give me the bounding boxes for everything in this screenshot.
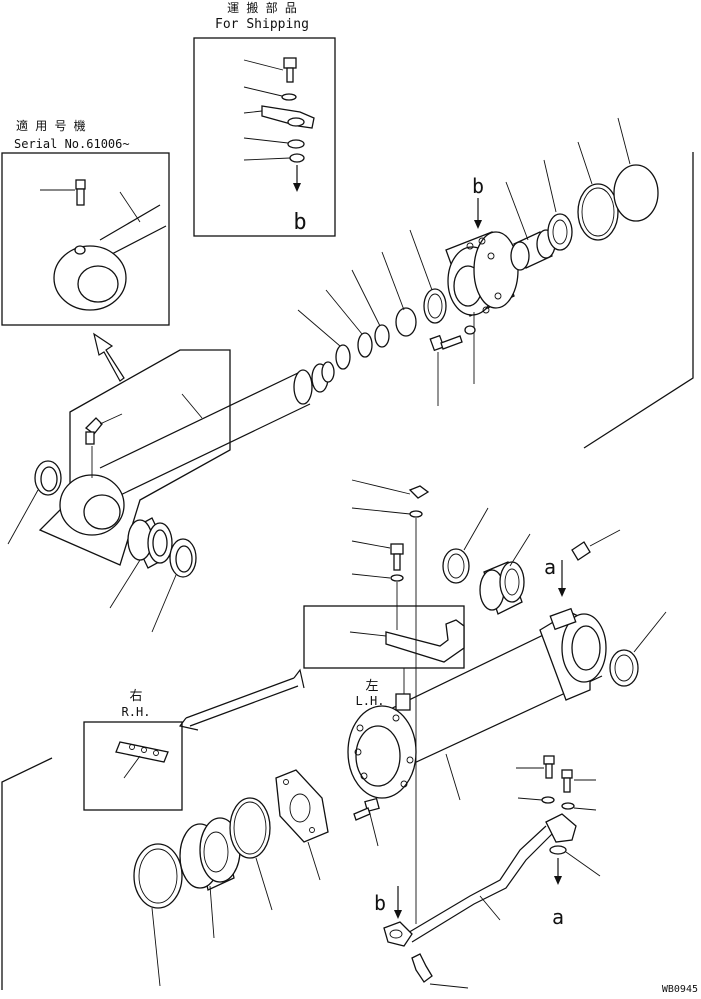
serial-box: 適 用 号 機 Serial No.61006~ xyxy=(1,118,170,326)
left-label-en: L.H. xyxy=(356,694,385,708)
tube-grease-fitting xyxy=(571,529,621,561)
shipping-bolt xyxy=(243,57,297,83)
split-collar xyxy=(275,769,329,881)
shipping-washer xyxy=(243,86,297,101)
shipping-title-en: For Shipping xyxy=(215,17,309,32)
right-hand-box: 右 R.H. xyxy=(83,689,183,811)
tube-clip xyxy=(395,693,411,711)
rod-end xyxy=(293,369,313,405)
pipe-bolt-2 xyxy=(561,769,573,779)
pipe-ref-letter-b: b xyxy=(374,891,386,915)
tube-seal-2 xyxy=(442,507,489,584)
lower-callout-line xyxy=(1,757,53,990)
left-label-jp: 左 xyxy=(365,679,378,694)
right-label-en: R.H. xyxy=(122,705,151,719)
shipping-oring xyxy=(243,137,305,149)
serial-frame xyxy=(1,152,170,326)
serial-grease-fitting xyxy=(40,179,141,255)
serial-title-jp: 適 用 号 機 xyxy=(16,118,86,133)
rod-rings-row xyxy=(297,229,447,370)
pipe-elbow xyxy=(411,953,433,983)
ring-2 xyxy=(357,332,373,358)
pipe-oring-top xyxy=(549,845,567,855)
rod-grease-fitting xyxy=(85,413,123,478)
pipe-ref-letter-a: a xyxy=(552,905,564,929)
cylinder-tube: a xyxy=(347,555,607,801)
head-ref-letter: b xyxy=(472,174,484,198)
pipe-washer-1 xyxy=(541,796,555,804)
shipping-arrow-head xyxy=(293,183,301,192)
rod-seal-right xyxy=(151,538,197,633)
drawing-code: WB0945 xyxy=(662,984,698,995)
piston-rod xyxy=(99,371,311,501)
bracket-group: 左 L.H. xyxy=(303,479,465,711)
bracket-washer xyxy=(409,510,423,518)
bracket-clip xyxy=(385,619,465,663)
pipe-tube xyxy=(405,825,553,943)
head-seal xyxy=(543,159,573,251)
rod-eye-bore xyxy=(83,494,121,530)
rod-tip xyxy=(321,361,335,383)
head-bushing xyxy=(505,181,556,271)
rod-assembly xyxy=(38,349,335,566)
lh-rh-double-arrow xyxy=(178,668,305,731)
tube-flange-bore xyxy=(355,725,401,787)
pipe-assembly: a b xyxy=(374,630,601,989)
bracket-washer-2 xyxy=(390,574,404,582)
serial-rod-eye-bore xyxy=(77,265,119,303)
ring-4 xyxy=(395,307,417,337)
head-bolt xyxy=(429,325,476,406)
shipping-box: 運 搬 部 品 For Shipping xyxy=(193,0,336,237)
cylinder-head: b xyxy=(445,174,519,384)
cylinder-ref-letter: a xyxy=(544,555,556,579)
pipe-washer-2 xyxy=(561,802,575,810)
serial-rod xyxy=(99,204,167,257)
tube-bushing xyxy=(479,533,531,615)
pipe-flange-top xyxy=(545,813,577,843)
rh-frame xyxy=(83,721,183,811)
ring-3 xyxy=(374,324,390,348)
shipping-plate xyxy=(243,105,315,129)
piston-wear-ring xyxy=(229,797,273,911)
shipping-cap xyxy=(243,153,305,163)
rod-leader xyxy=(181,393,203,419)
rod-to-serial-arrow xyxy=(93,332,125,382)
pipe-flange-bottom xyxy=(383,921,413,947)
head-backup-ring xyxy=(577,141,619,241)
piston-seal-outer xyxy=(133,843,183,987)
tube-seal-ring xyxy=(609,611,667,687)
tube-boss xyxy=(549,607,577,631)
shipping-ref-letter: b xyxy=(293,210,306,235)
head-callout-line xyxy=(583,152,694,449)
bracket-bolt xyxy=(390,543,404,555)
bracket-nut xyxy=(408,485,430,499)
right-label-jp: 右 xyxy=(129,689,142,704)
head-oring xyxy=(613,117,659,222)
ring-1 xyxy=(335,344,351,370)
rod-seal-left xyxy=(7,460,62,545)
ring-5 xyxy=(423,288,447,324)
shipping-title-jp: 運 搬 部 品 xyxy=(227,0,297,15)
shipping-frame xyxy=(193,37,336,237)
pipe-bolt-1 xyxy=(543,755,555,765)
rod-bushing xyxy=(109,517,173,609)
serial-title-en: Serial No.61006~ xyxy=(14,137,130,151)
collar-bolt xyxy=(353,797,380,847)
